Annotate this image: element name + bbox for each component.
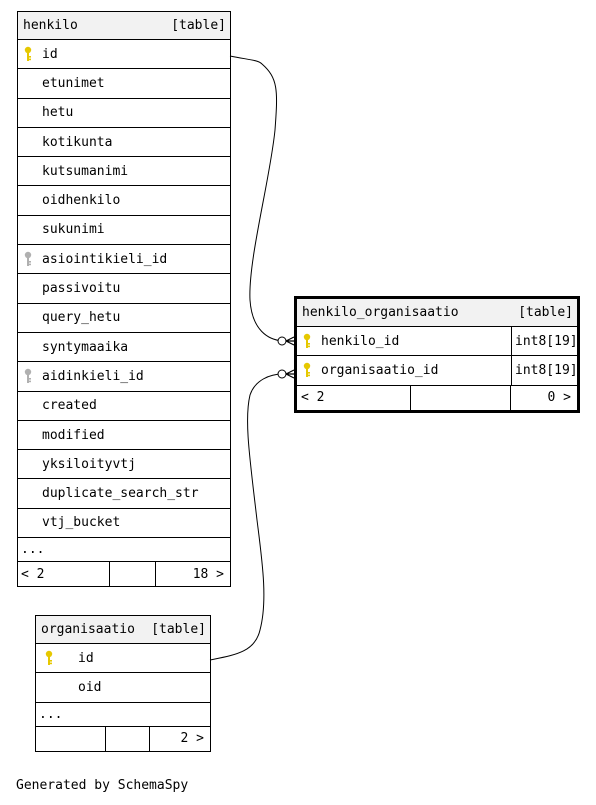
key-slot (18, 99, 38, 127)
parent-count: < 2 (297, 385, 411, 410)
footer-spacer (110, 562, 156, 587)
key-slot (18, 69, 38, 97)
column-row: created (18, 392, 230, 421)
child-count: 2 > (180, 731, 204, 747)
column-name: sukunimi (42, 222, 105, 238)
table-header: henkilo [table] (18, 12, 230, 40)
table-footer: < 2 0 > (297, 385, 577, 410)
key-slot (18, 186, 38, 214)
footer-spacer (411, 385, 511, 410)
column-row: aidinkieli_id (18, 362, 230, 392)
primary-key-icon (18, 40, 38, 68)
column-row: sukunimi (18, 216, 230, 246)
column-name: modified (42, 427, 105, 443)
key-slot (18, 392, 38, 420)
column-row: passivoitu (18, 274, 230, 304)
column-name: oidhenkilo (42, 193, 121, 209)
table-header: henkilo_organisaatio [table] (297, 299, 577, 327)
foreign-key-icon (18, 362, 38, 390)
column-name: kotikunta (42, 134, 113, 150)
column-name: kutsumanimi (42, 163, 129, 179)
column-name: vtj_bucket (42, 515, 121, 531)
zero-marker (277, 336, 287, 346)
column-row: modified (18, 421, 230, 451)
column-row: id (36, 644, 210, 674)
table-name: henkilo (23, 18, 78, 33)
key-slot (18, 128, 38, 156)
column-type: int8[19] (511, 356, 578, 385)
generated-by-label: Generated by SchemaSpy (16, 778, 189, 793)
key-slot (36, 650, 62, 666)
table-henkilo: henkilo [table] id etunimet hetu kotikunta k… (17, 11, 231, 588)
child-count: 0 > (547, 390, 571, 406)
crowsfoot-marker (285, 369, 295, 379)
table-name: organisaatio (41, 622, 135, 637)
key-slot (18, 450, 38, 478)
table-name: henkilo_organisaatio (302, 305, 459, 320)
column-row: hetu (18, 99, 230, 128)
primary-key-icon (297, 356, 317, 384)
key-slot (18, 509, 38, 537)
footer-spacer (106, 726, 150, 751)
table-footer: < 2 18 > (18, 562, 230, 587)
key-slot (18, 421, 38, 449)
column-name: hetu (42, 105, 74, 121)
column-row: henkilo_id int8[19] (297, 327, 578, 357)
column-row: query_hetu (18, 304, 230, 333)
key-slot (18, 274, 38, 302)
primary-key-icon (39, 650, 59, 666)
column-name: id (78, 650, 94, 666)
column-name: oid (78, 679, 102, 695)
column-name: created (42, 398, 97, 414)
primary-key-icon (297, 327, 317, 355)
child-count: 18 > (192, 566, 224, 582)
column-name: etunimet (42, 75, 105, 91)
column-row: asiointikieli_id (18, 245, 230, 275)
more-columns: ... (18, 538, 230, 563)
column-row: syntymaaika (18, 333, 230, 363)
column-name: yksiloityvtj (42, 456, 136, 472)
key-slot (18, 304, 38, 332)
column-type: int8[19] (511, 327, 578, 356)
column-row: kotikunta (18, 128, 230, 158)
foreign-key-icon (18, 245, 38, 273)
column-name: organisaatio_id (321, 362, 439, 378)
column-name: aidinkieli_id (42, 368, 144, 384)
crowsfoot-marker (285, 336, 295, 346)
column-name: duplicate_search_str (42, 486, 199, 502)
column-row: oid (36, 673, 210, 703)
column-name: syntymaaika (42, 339, 129, 355)
column-row: vtj_bucket (18, 509, 230, 539)
key-slot (18, 157, 38, 185)
column-row: yksiloityvtj (18, 450, 230, 480)
column-name: passivoitu (42, 281, 121, 297)
column-name: query_hetu (42, 310, 121, 326)
table-organisaatio: organisaatio [table] id oid ... 2 > (35, 615, 211, 752)
table-footer: 2 > (36, 726, 210, 751)
column-row: oidhenkilo (18, 186, 230, 216)
column-name: id (42, 46, 58, 62)
key-slot (18, 333, 38, 361)
more-columns: ... (36, 703, 210, 727)
parent-count (36, 726, 106, 751)
column-name: asiointikieli_id (42, 251, 168, 267)
column-name: henkilo_id (321, 333, 400, 349)
column-row: organisaatio_id int8[19] (297, 356, 578, 386)
table-header: organisaatio [table] (36, 616, 210, 644)
table-tag: [table] (171, 18, 226, 33)
column-row: id (18, 40, 230, 70)
zero-marker (277, 369, 287, 379)
column-row: etunimet (18, 69, 230, 99)
column-row: kutsumanimi (18, 157, 230, 187)
table-tag: [table] (518, 305, 573, 320)
parent-count: < 2 (18, 562, 110, 587)
key-slot (18, 479, 38, 507)
table-tag: [table] (151, 622, 206, 637)
relationship-henkilo (229, 55, 284, 342)
column-row: duplicate_search_str (18, 479, 230, 509)
key-slot (18, 216, 38, 244)
